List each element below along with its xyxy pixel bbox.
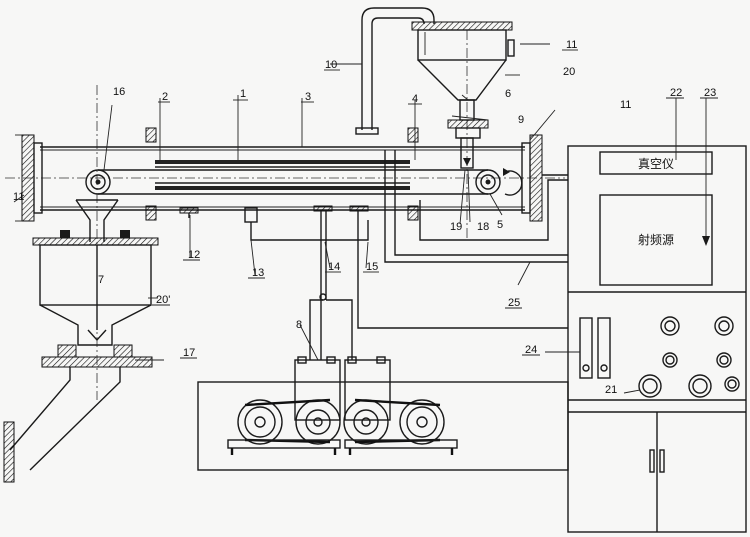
label-11-right: 11 (620, 99, 631, 111)
label-12: 12 (188, 249, 200, 261)
right-end-flange (521, 134, 543, 222)
label-17: 17 (183, 347, 195, 359)
label-20-prime: 20' (156, 294, 170, 306)
mid-flanges (145, 127, 419, 221)
conveyor-belt (85, 169, 501, 195)
label-19: 19 (450, 221, 462, 233)
electrode-plates (155, 160, 410, 190)
connecting-lines (250, 150, 568, 360)
label-16: 16 (113, 86, 125, 98)
label-18: 18 (477, 221, 489, 233)
label-5: 5 (497, 219, 503, 231)
label-3: 3 (305, 91, 311, 103)
label-4: 4 (412, 93, 418, 105)
label-23: 23 (704, 87, 716, 99)
label-9: 9 (518, 114, 524, 126)
label-20: 20 (563, 66, 575, 78)
label-11-top: 11 (566, 39, 577, 51)
label-22: 22 (670, 87, 682, 99)
left-end-flange (15, 134, 43, 222)
label-15: 15 (366, 261, 378, 273)
label-13: 13 (252, 267, 264, 279)
vacuum-pumps (197, 356, 569, 471)
reference-labels: 1 2 3 4 5 6 7 8 9 10 11 11 11 12 13 14 1… (13, 39, 716, 396)
discharge-fitting-17 (3, 344, 153, 483)
inlet-funnel-16 (75, 199, 119, 242)
label-7: 7 (98, 274, 104, 286)
label-25: 25 (508, 297, 520, 309)
label-24: 24 (525, 344, 537, 356)
label-21: 21 (605, 384, 617, 396)
label-1: 1 (240, 88, 246, 100)
bottom-ports (179, 205, 369, 223)
gas-pipe-10 (355, 7, 435, 135)
label-8: 8 (296, 319, 302, 331)
vacuum-meter-label: 真空仪 (638, 157, 674, 171)
feed-hopper-top (411, 21, 515, 169)
leader-lines (13, 43, 707, 394)
label-11-left: 11 (13, 191, 24, 203)
label-10: 10 (325, 59, 337, 71)
label-6: 6 (505, 88, 511, 100)
label-14: 14 (328, 261, 340, 273)
control-cabinet (567, 145, 747, 533)
collection-hopper (32, 230, 159, 346)
vacuum-chamber-tube (40, 146, 525, 211)
rf-source-label: 射频源 (638, 232, 674, 247)
label-2: 2 (162, 91, 168, 103)
rotation-arrow (504, 170, 523, 196)
